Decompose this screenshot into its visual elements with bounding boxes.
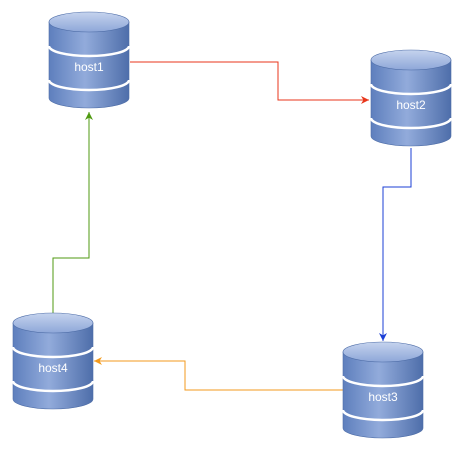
database-icon[interactable]: host4 — [11, 312, 95, 410]
edge-host2-host3 — [379, 148, 412, 341]
database-icon[interactable]: host1 — [47, 11, 131, 109]
host-label: host1 — [74, 60, 104, 74]
database-icon[interactable]: host2 — [369, 49, 453, 147]
host-label: host4 — [38, 361, 68, 375]
edge-host4-host1 — [52, 112, 93, 313]
host-label: host3 — [368, 390, 398, 404]
edge-host1-host2 — [130, 61, 369, 104]
database-icon[interactable]: host3 — [341, 341, 425, 439]
host-label: host2 — [396, 98, 426, 112]
edge-host3-host4 — [94, 357, 343, 391]
